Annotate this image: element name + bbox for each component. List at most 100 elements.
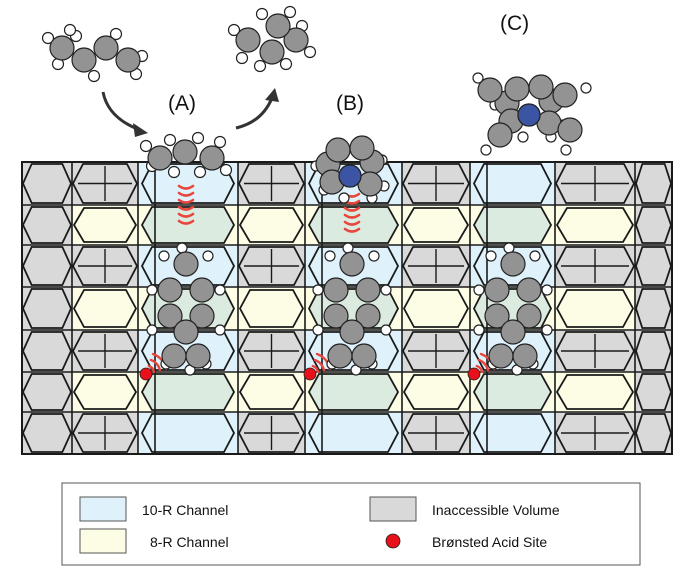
interaction-arc [177,191,195,197]
interaction-arc [177,184,195,190]
hydrogen-atom [541,284,553,296]
hydrogen-atom [380,284,392,296]
inaccessible-cage [635,288,672,329]
interaction-arc [313,358,326,372]
channel-8r-cage [555,374,635,410]
carbon-atom [504,76,530,102]
channel-cage [472,206,553,244]
interaction-arc [477,358,490,372]
carbon-atom [536,110,562,136]
carbon-atom [500,319,526,345]
carbon-atom [185,343,211,369]
label-a: (A) [168,92,196,115]
carbon-atom [516,303,542,329]
legend-swatch-inaccessible [369,496,417,522]
hydrogen-atom [473,284,485,296]
carbon-atom [71,47,97,73]
inaccessible-cage [22,246,72,286]
interaction-arc [343,206,361,212]
channel-cage [140,206,236,244]
acid-site-dot [467,367,481,381]
molecules [41,5,592,381]
legend-label-8r: 8-R Channel [150,534,229,550]
carbon-atom [512,343,538,369]
carbon-atom [528,74,554,100]
inaccessible-cage [635,246,672,286]
interaction-arc [149,358,162,372]
hydrogen-atom [214,324,226,336]
carbon-atom [93,35,119,61]
channel-8r-cage [238,289,305,328]
carbon-atom [283,27,309,53]
channel-8r-cage [238,207,305,243]
nitrogen-atom [517,103,541,127]
hydrogen-atom [163,133,177,147]
carbon-atom [500,251,526,277]
hydrogen-atom [338,192,350,204]
hydrogen-atom [279,57,293,71]
hydrogen-atom [87,69,101,83]
legend-label-10r: 10-R Channel [142,502,228,518]
channel-cage [140,163,236,204]
hydrogen-atom [580,82,592,94]
hydrogen-atom [193,165,207,179]
hydrogen-atom [480,144,492,156]
hydrogen-atom [63,23,77,37]
hydrogen-atom [380,324,392,336]
channel-8r-cage [72,207,138,243]
hydrogen-atom [312,284,324,296]
carbon-atom [355,277,381,303]
zeolite-framework [21,161,673,455]
inaccessible-cage [22,163,72,204]
carbon-atom [259,39,285,65]
hydrogen-atom [303,45,317,59]
hydrogen-atom [529,250,541,262]
legend-acid-dot [385,533,401,549]
carbon-atom [557,117,583,143]
carbon-atom [189,303,215,329]
hydrogen-atom [368,250,380,262]
legend-box [61,482,641,566]
carbon-atom [327,343,353,369]
hydrogen-atom [158,250,170,262]
channel-cage [140,413,236,453]
hydrogen-atom [485,250,497,262]
carbon-atom [323,303,349,329]
carbon-atom [516,277,542,303]
interaction-arc [177,212,195,218]
carbon-atom [173,319,199,345]
hydrogen-atom [253,59,267,73]
legend-label-inaccessible: Inaccessible Volume [432,502,560,518]
carbon-atom [349,135,375,161]
inaccessible-cage [22,413,72,453]
channel-8r-cage [72,289,138,328]
hydrogen-atom [255,7,269,21]
channel-cage [307,413,400,453]
carbon-atom [173,251,199,277]
carbon-atom [357,171,383,197]
framework-border [21,161,673,455]
hydrogen-atom [146,324,158,336]
hydrogen-atom [219,163,233,177]
carbon-atom [161,343,187,369]
carbon-atom [49,35,75,61]
hydrogen-atom [517,131,529,143]
hydrogen-atom [109,27,123,41]
hydrogen-atom [191,131,205,145]
legend-label-acid: Brønsted Acid Site [432,534,547,550]
hydrogen-atom [324,250,336,262]
hydrogen-atom [560,144,572,156]
hydrogen-atom [472,72,484,84]
carbon-atom [323,277,349,303]
carbon-atom [115,47,141,73]
carbon-atom [325,137,351,163]
nitrogen-atom [338,164,362,188]
inaccessible-cage [22,288,72,329]
inaccessible-cage [635,206,672,244]
inaccessible-cage [22,331,72,371]
carbon-atom [355,303,381,329]
hydrogen-atom [541,324,553,336]
label-c: (C) [500,12,529,35]
channel-cage [472,163,553,204]
